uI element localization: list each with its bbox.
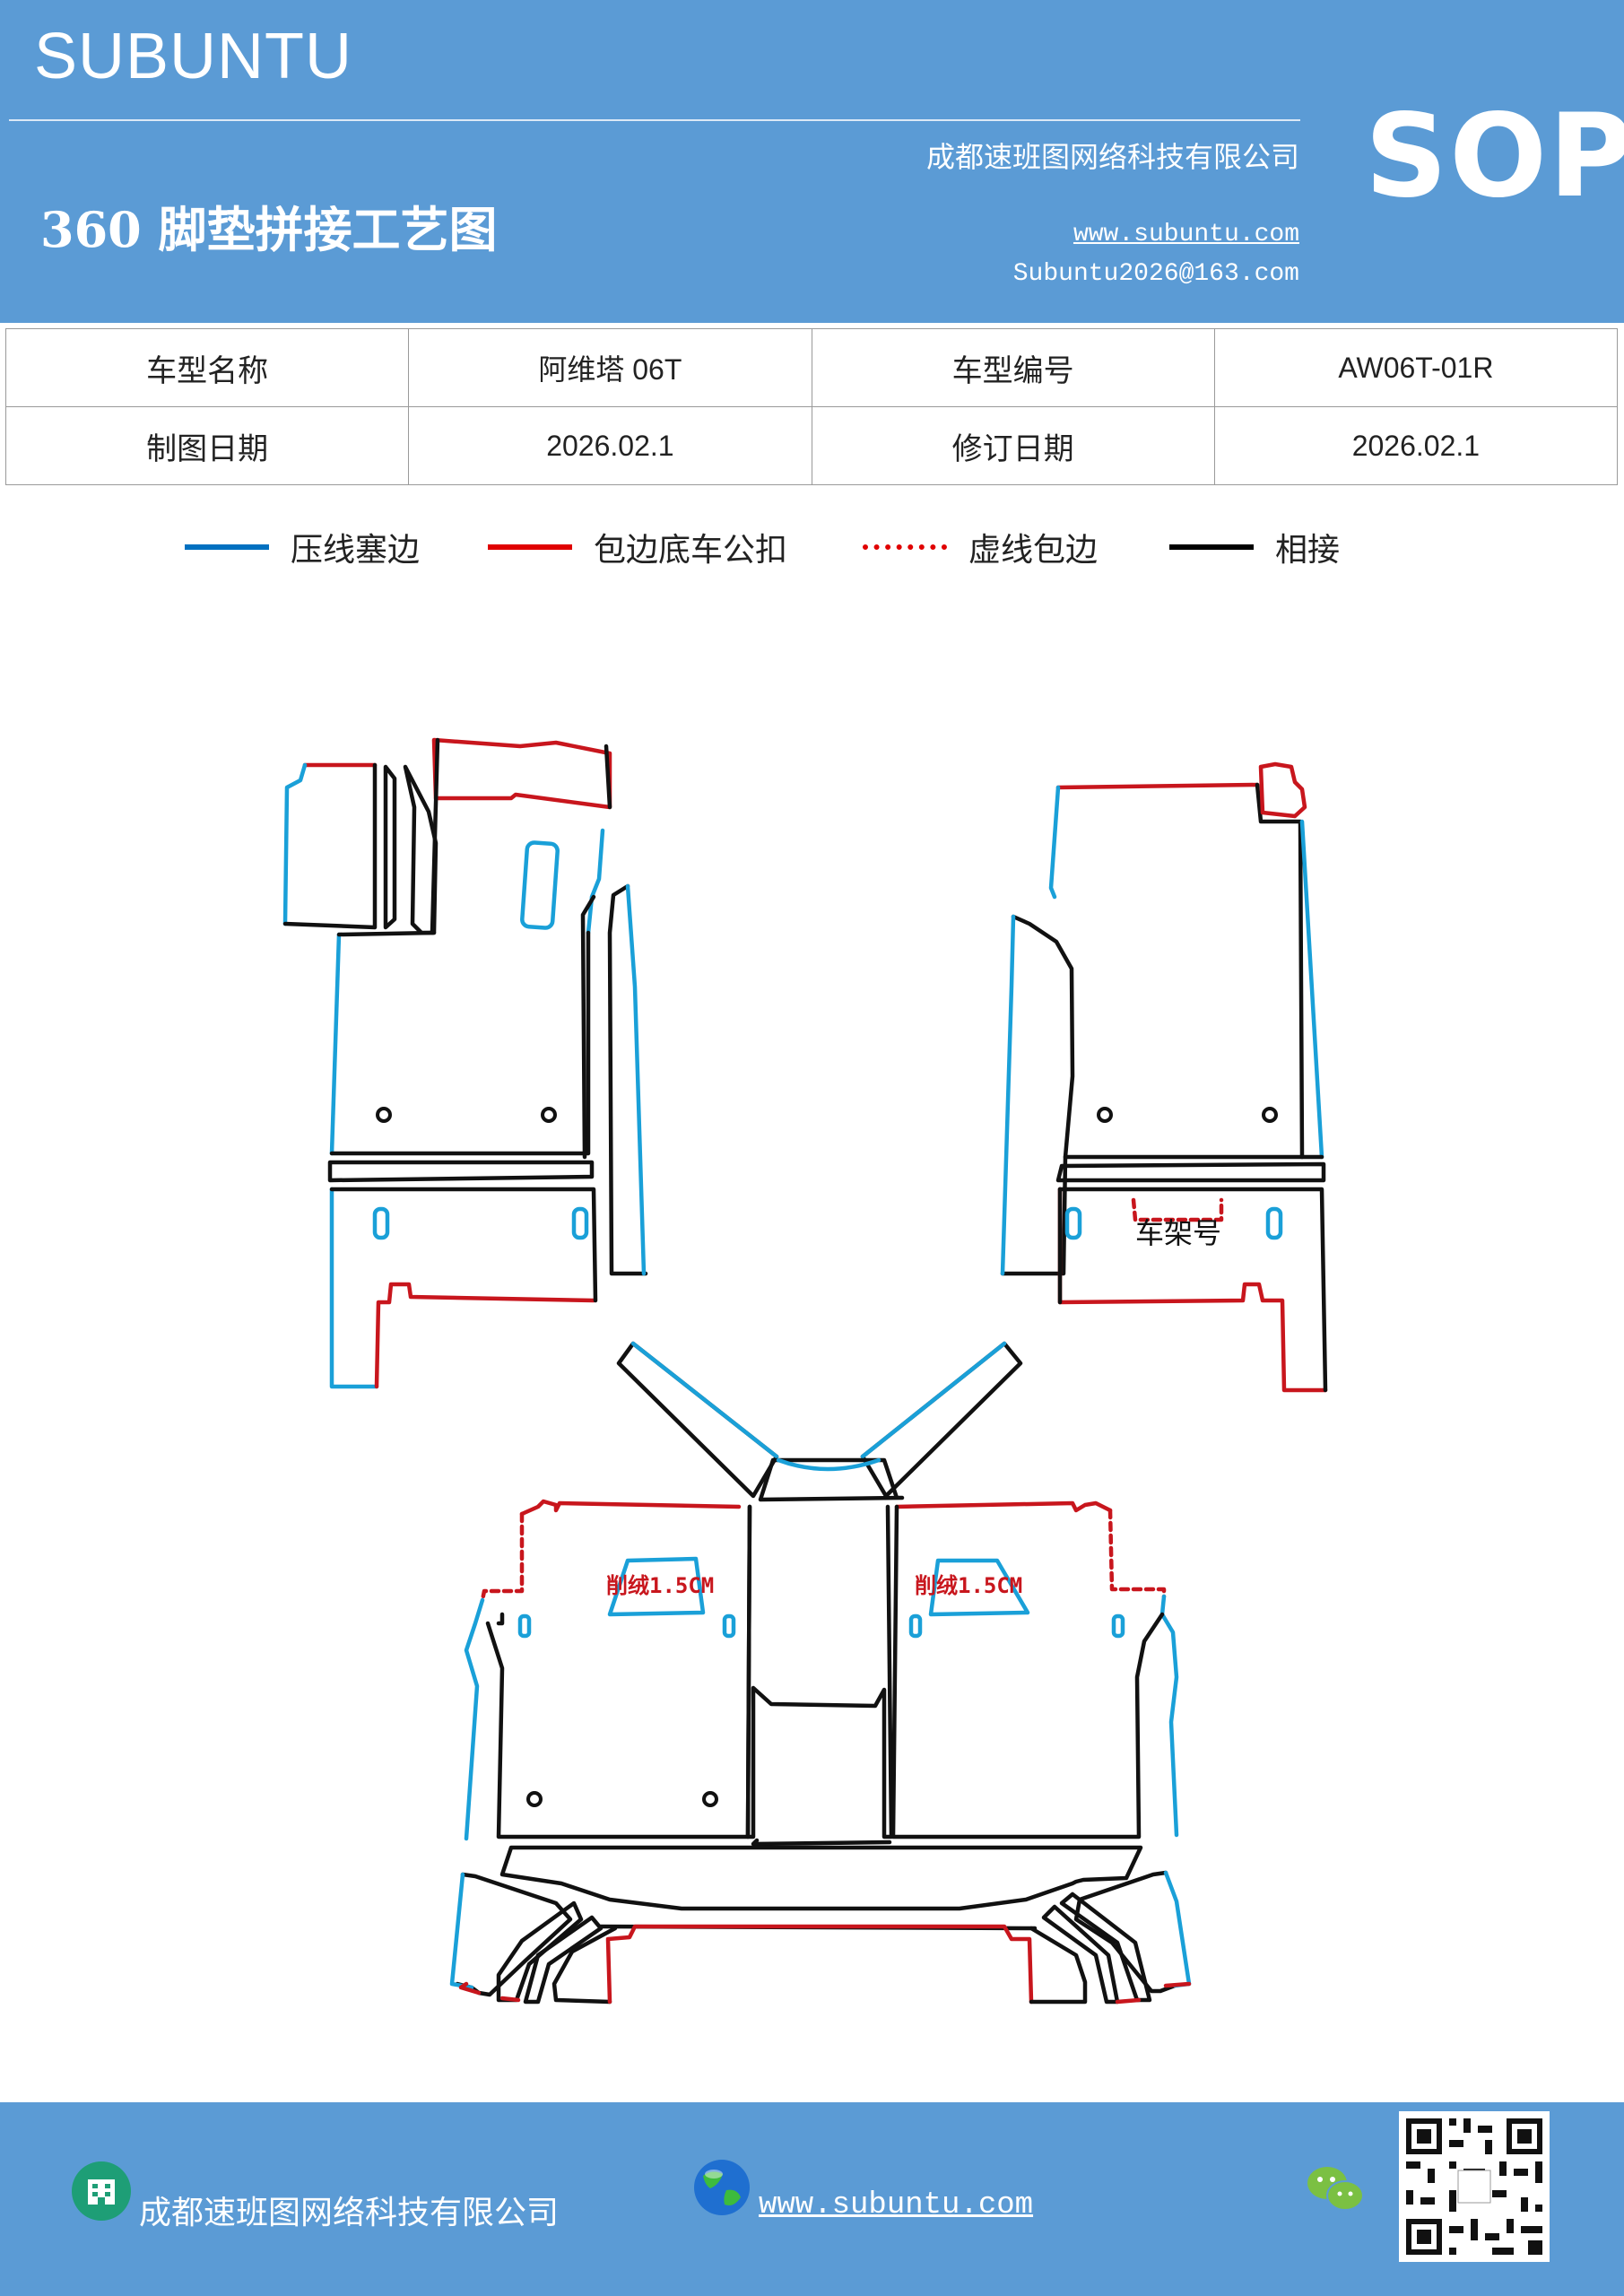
header-divider [9,119,1300,121]
legend-label: 虚线包边 [968,532,1099,569]
floor-mat-diagram: 车架号 削绒1.5CM 削绒1.5CM [282,737,1328,2005]
legend-item-wrap: 包边底车公扣 [488,520,787,574]
footer-website-link[interactable]: www.subuntu.com [759,2188,1034,2222]
legend-label: 压线塞边 [291,532,421,569]
shave-label-right: 削绒1.5CM [915,1573,1022,1598]
legend-label: 相接 [1275,532,1341,569]
model-code-label: 车型编号 [811,328,1215,407]
page-title: 360 脚垫拼接工艺图 [40,201,498,258]
model-name-value: 阿维塔 06T [408,328,812,407]
legend-item-dashed: 虚线包边 [863,520,1098,574]
table-row: 制图日期 2026.02.1 修订日期 2026.02.1 [4,406,1619,485]
legend-swatch-red-dashed [863,544,947,550]
info-table: 车型名称 阿维塔 06T 车型编号 AW06T-01R 制图日期 2026.02… [4,328,1619,485]
model-name-label: 车型名称 [4,328,410,407]
draw-date-value: 2026.02.1 [408,406,812,485]
legend-swatch-red [488,544,572,550]
draw-date-label: 制图日期 [4,406,410,485]
revise-date-value: 2026.02.1 [1213,406,1619,485]
footer-company: 成都速班图网络科技有限公司 [139,2195,560,2231]
header-banner [0,0,1624,323]
left-front-mat [282,737,648,1389]
header-company: 成都速班图网络科技有限公司 [925,140,1299,174]
legend-item-press: 压线塞边 [185,520,420,574]
frame-number-label: 车架号 [1135,1216,1221,1250]
sop-badge: SOP [1365,90,1624,223]
legend-item-join: 相接 [1169,520,1340,574]
model-code-value: AW06T-01R [1213,328,1619,407]
brand-name: SUBUNTU [34,21,353,92]
building-icon [72,2161,131,2221]
legend-swatch-black [1169,544,1254,550]
header-email: Subuntu2026@163.com [1012,260,1299,288]
revise-date-label: 修订日期 [811,406,1215,485]
rear-mat [449,1341,1192,2005]
table-row: 车型名称 阿维塔 06T 车型编号 AW06T-01R [4,328,1619,407]
legend-swatch-blue [185,544,269,550]
wechat-icon [1307,2167,1364,2211]
right-front-mat [1000,761,1328,1393]
legend-label: 包边底车公扣 [594,532,788,569]
header-website-link[interactable]: www.subuntu.com [1073,221,1299,248]
qr-code [1399,2111,1550,2262]
globe-icon [694,2160,750,2215]
shave-label-left: 削绒1.5CM [606,1573,714,1598]
